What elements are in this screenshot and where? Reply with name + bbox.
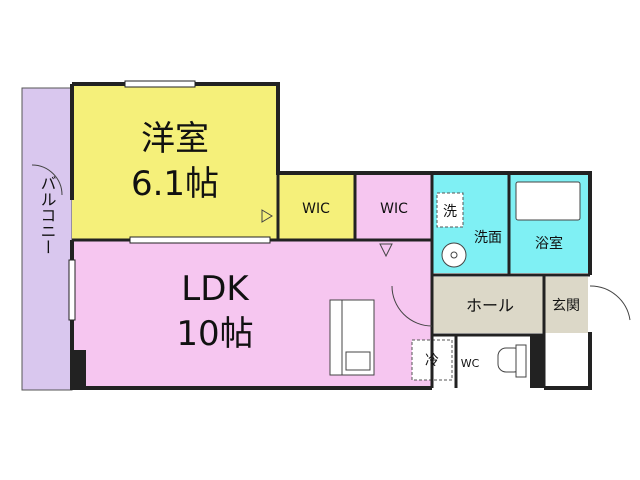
windows xyxy=(68,80,271,321)
western-room-size: 6.1帖 xyxy=(131,164,219,204)
bathtub xyxy=(515,181,581,221)
columns xyxy=(72,335,544,388)
hall-room xyxy=(432,277,544,333)
balcony-area xyxy=(21,87,73,391)
kitchen-sink xyxy=(345,351,371,371)
toilet-tank xyxy=(515,344,527,378)
washbasin-drain xyxy=(450,251,458,259)
entrance-label: 玄関 xyxy=(552,297,580,314)
toilet-label: WC xyxy=(461,357,480,370)
washer-label: 洗 xyxy=(443,204,457,220)
washer-spot xyxy=(436,192,464,228)
ldk-room-size: 10帖 xyxy=(176,314,253,354)
wic-1-room xyxy=(278,175,354,240)
kitchen-stove xyxy=(329,299,343,376)
balcony-label: バルコニー xyxy=(38,175,57,255)
bath-label: 浴室 xyxy=(535,235,563,252)
washbasin xyxy=(441,242,467,268)
western-room-name: 洋室 xyxy=(141,119,209,159)
door-swings xyxy=(31,164,631,327)
washroom-label: 洗面 xyxy=(474,230,502,246)
fridge-label: 冷 xyxy=(425,353,439,369)
entrance-area xyxy=(544,277,588,333)
wic-2-label: WIC xyxy=(380,201,408,217)
hall-label: ホール xyxy=(466,296,514,315)
western-room xyxy=(72,84,278,240)
wic-1-label: WIC xyxy=(302,201,330,217)
wic-2-room xyxy=(356,175,432,240)
ldk-room-name: LDK xyxy=(181,269,250,309)
